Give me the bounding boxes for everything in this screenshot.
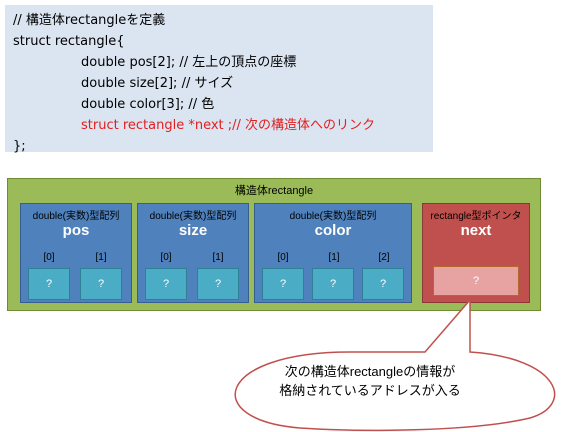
array-cell: ? bbox=[312, 268, 354, 300]
struct-label: 構造体rectangle bbox=[234, 185, 314, 197]
array-index: [1] bbox=[212, 252, 224, 263]
code-line-comment: // 構造体rectangleを定義 bbox=[13, 13, 166, 28]
array-index: [1] bbox=[95, 252, 107, 263]
code-line-struct-open: struct rectangle{ bbox=[13, 34, 125, 49]
callout-text: 次の構造体rectangleの情報が 格納されているアドレスが入る bbox=[240, 362, 500, 400]
code-line-size: double size[2]; // サイズ bbox=[81, 76, 234, 91]
array-index: [0] bbox=[160, 252, 172, 263]
member-type: double(実数)型配列 bbox=[32, 211, 120, 222]
member-color: double(実数)型配列 color [0] [1] [2] ? ? ? bbox=[254, 203, 412, 303]
struct-container: 構造体rectangle double(実数)型配列 pos [0] [1] ?… bbox=[7, 178, 541, 311]
code-block: // 構造体rectangleを定義 struct rectangle{ dou… bbox=[5, 5, 433, 154]
code-line-next: struct rectangle *next ;// 次の構造体へのリンク bbox=[81, 118, 376, 133]
member-type: rectangle型ポインタ bbox=[430, 211, 522, 222]
member-size: double(実数)型配列 size [0] [1] ? ? bbox=[137, 203, 249, 303]
member-name: size bbox=[178, 222, 208, 239]
code-line-struct-close: }; bbox=[13, 139, 26, 154]
pointer-cell: ? bbox=[433, 266, 519, 296]
array-cell: ? bbox=[362, 268, 404, 300]
member-next: rectangle型ポインタ next ? bbox=[422, 203, 530, 303]
callout-shape bbox=[234, 297, 556, 432]
member-type: double(実数)型配列 bbox=[289, 211, 377, 222]
array-cell: ? bbox=[197, 268, 239, 300]
code-line-color: double color[3]; // 色 bbox=[81, 97, 215, 112]
code-line-pos: double pos[2]; // 左上の頂点の座標 bbox=[81, 55, 297, 70]
member-name: pos bbox=[62, 222, 90, 239]
array-index: [0] bbox=[277, 252, 289, 263]
member-pos: double(実数)型配列 pos [0] [1] ? ? bbox=[20, 203, 132, 303]
array-cell: ? bbox=[80, 268, 122, 300]
array-cell: ? bbox=[28, 268, 70, 300]
callout-line-1: 次の構造体rectangleの情報が bbox=[284, 364, 456, 379]
array-index: [0] bbox=[43, 252, 55, 263]
member-name: next bbox=[460, 222, 492, 239]
array-cell: ? bbox=[262, 268, 304, 300]
callout-line-2: 格納されているアドレスが入る bbox=[279, 383, 461, 398]
array-index: [1] bbox=[328, 252, 340, 263]
array-cell: ? bbox=[145, 268, 187, 300]
array-index: [2] bbox=[378, 252, 390, 263]
member-type: double(実数)型配列 bbox=[149, 211, 237, 222]
member-name: color bbox=[314, 222, 352, 239]
